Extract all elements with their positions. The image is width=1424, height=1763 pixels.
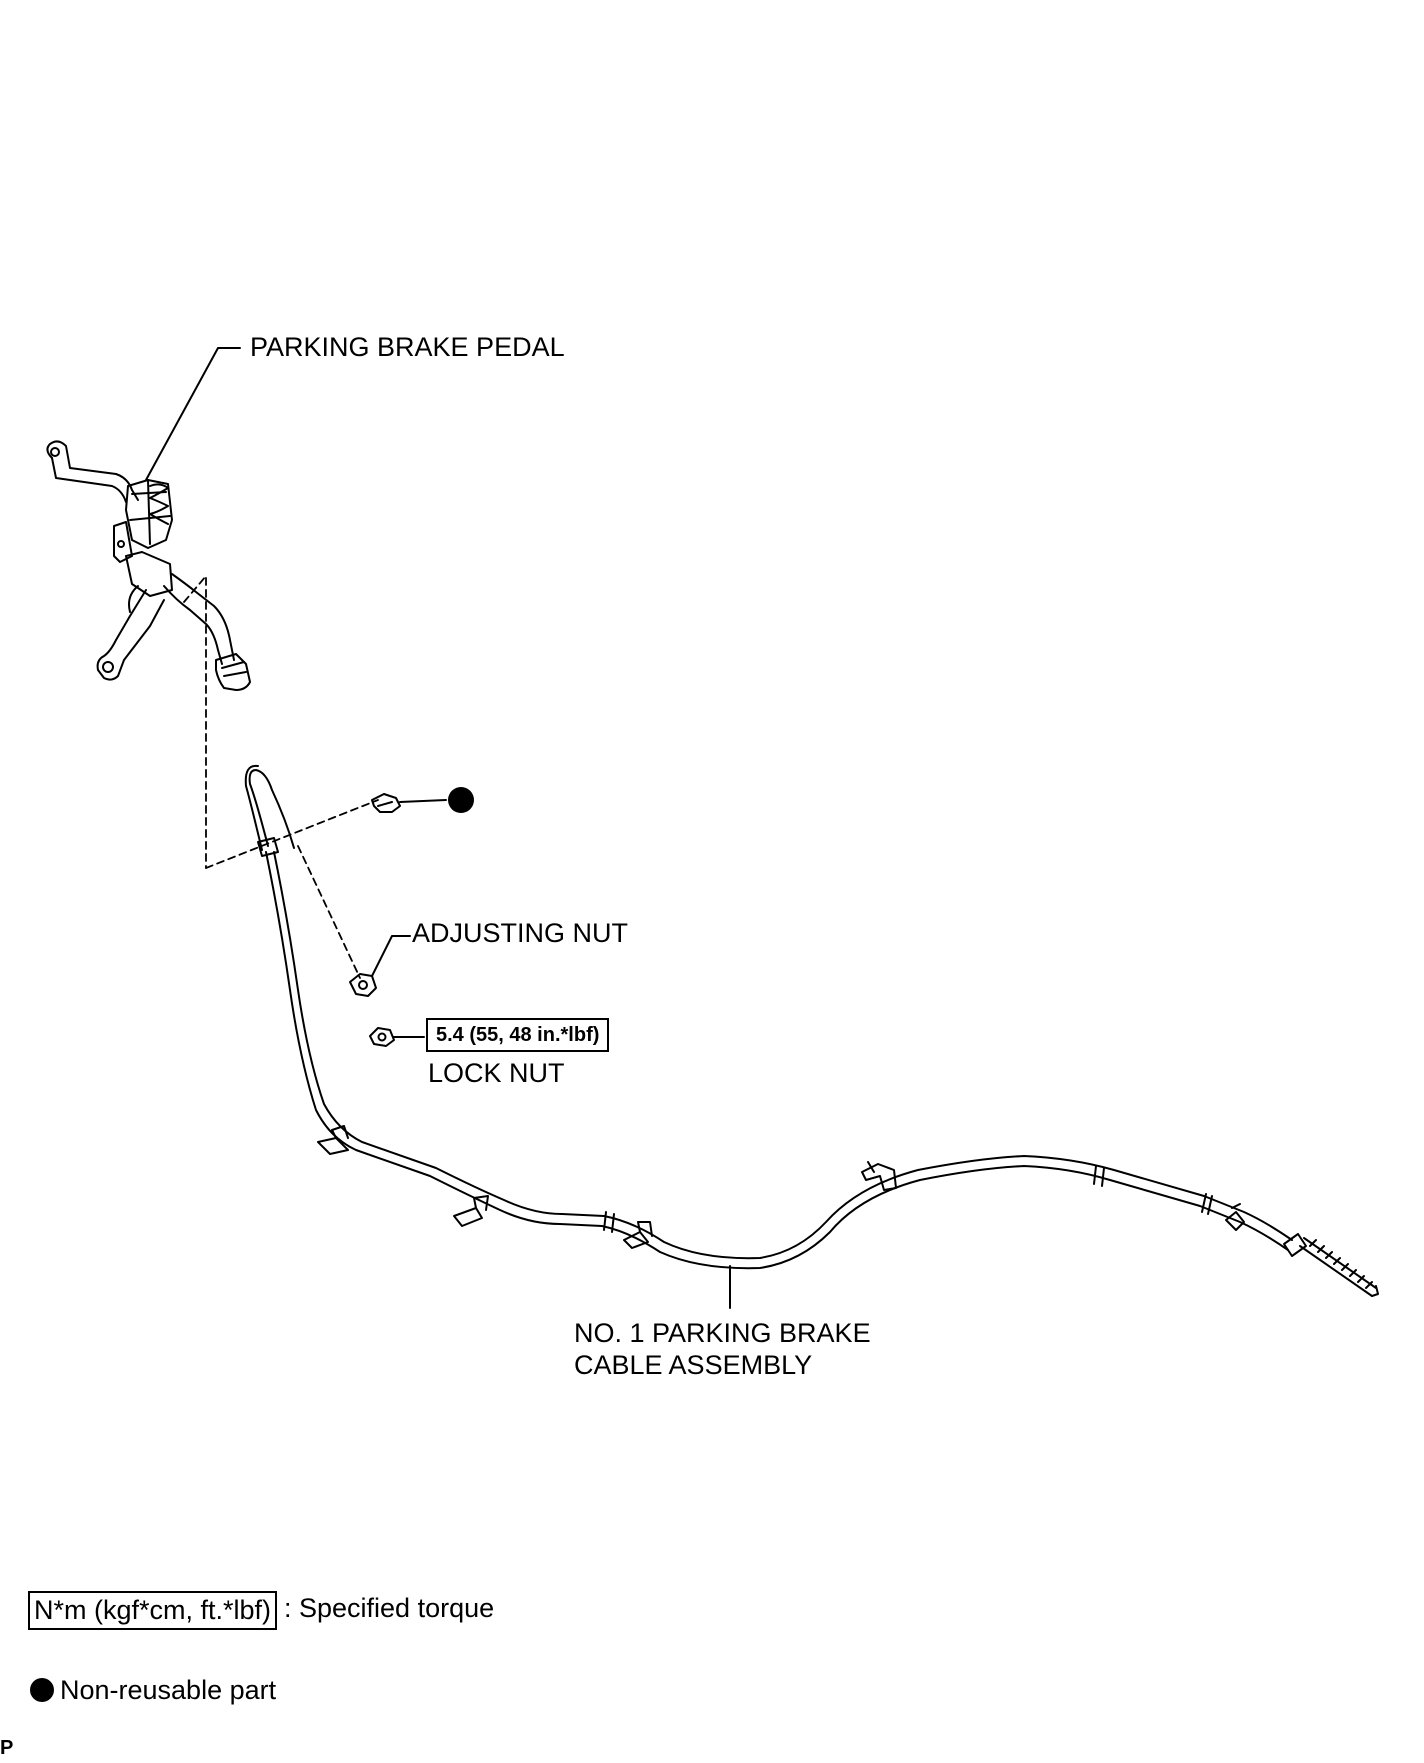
- legend-nonreusable-text: Non-reusable part: [60, 1675, 277, 1705]
- adjusting-nut-illustration: [349, 935, 411, 997]
- parking-brake-pedal-illustration: [46, 347, 251, 691]
- label-parking-brake-pedal: PARKING BRAKE PEDAL: [250, 332, 565, 362]
- alignment-lines: [183, 575, 379, 979]
- filled-circle-icon: [448, 787, 474, 813]
- lock-nut-illustration: [369, 1027, 425, 1047]
- legend-filled-circle-icon: [30, 1678, 54, 1702]
- label-cable-line1: NO. 1 PARKING BRAKE: [574, 1318, 871, 1348]
- legend-torque-text: : Specified torque: [284, 1593, 495, 1623]
- legend-torque-unit: N*m (kgf*cm, ft.*lbf): [28, 1591, 278, 1630]
- lock-nut-torque-box: 5.4 (55, 48 in.*lbf): [426, 1018, 610, 1052]
- label-cable-line2: CABLE ASSEMBLY: [574, 1350, 813, 1380]
- cable-assembly-illustration: [244, 764, 1379, 1309]
- clip-illustration: [371, 793, 447, 813]
- label-lock-nut: LOCK NUT: [428, 1058, 565, 1088]
- corner-mark: P: [0, 1737, 14, 1759]
- label-adjusting-nut: ADJUSTING NUT: [412, 918, 628, 948]
